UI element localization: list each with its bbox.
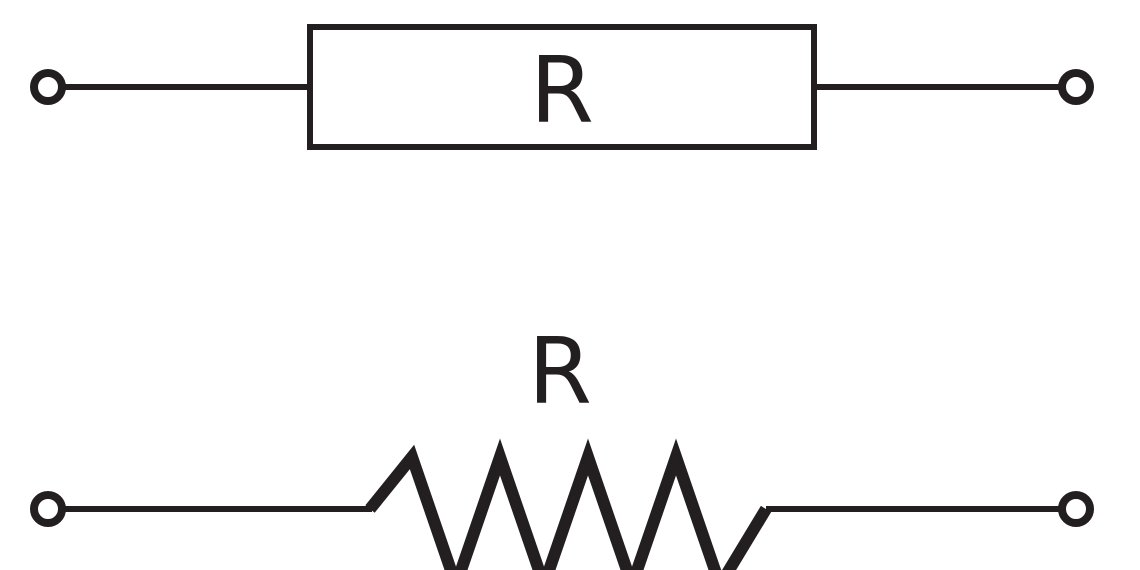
resistor-zigzag-label: R	[528, 318, 592, 425]
resistor-box-right-terminal	[1058, 69, 1094, 105]
resistor-box-symbol: R	[30, 24, 1094, 150]
resistor-zigzag-symbol: R	[30, 318, 1094, 570]
resistor-box-label: R	[530, 37, 594, 144]
resistor-zigzag-body	[365, 438, 772, 570]
resistor-box-left-terminal	[30, 69, 66, 105]
resistor-zigzag-left-terminal	[30, 491, 66, 527]
resistor-zigzag-right-terminal	[1058, 491, 1094, 527]
resistor-box-body	[307, 24, 817, 150]
